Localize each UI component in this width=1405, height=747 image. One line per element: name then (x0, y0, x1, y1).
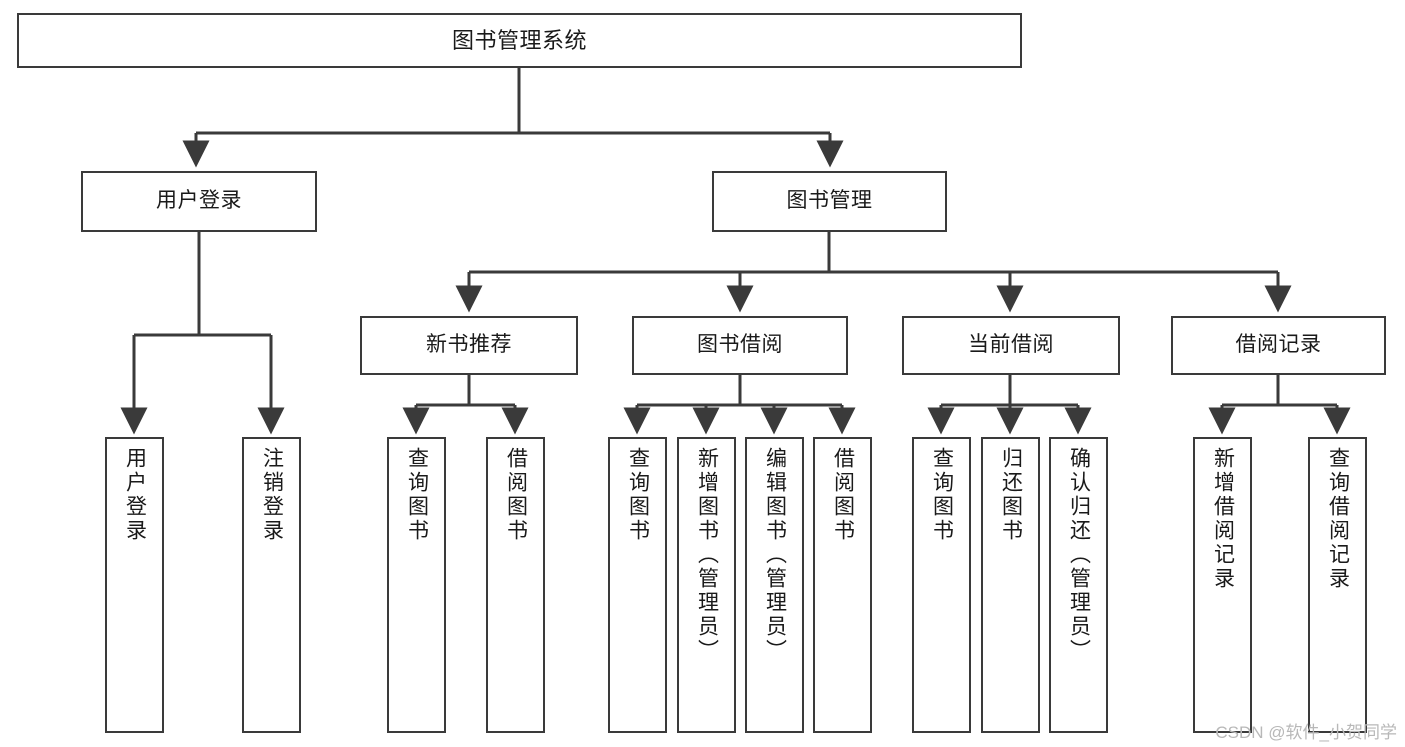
node-label: 用户登录 (156, 189, 242, 213)
node-leaf-return-book[interactable]: 归还图书 (981, 437, 1040, 733)
node-root-library-management-system[interactable]: 图书管理系统 (17, 13, 1022, 68)
node-label: 注销登录 (260, 447, 284, 543)
node-label: 查询图书 (626, 447, 650, 543)
node-leaf-query-book-borrow[interactable]: 查询图书 (608, 437, 667, 733)
node-label: 借阅图书 (831, 447, 855, 543)
node-leaf-add-borrow-record[interactable]: 新增借阅记录 (1193, 437, 1252, 733)
node-leaf-query-borrow-record[interactable]: 查询借阅记录 (1308, 437, 1367, 733)
node-borrow-record[interactable]: 借阅记录 (1171, 316, 1386, 375)
node-label: 图书管理系统 (451, 27, 587, 53)
node-label: 编辑图书（管理员） (763, 447, 787, 663)
node-leaf-query-book-recommend[interactable]: 查询图书 (387, 437, 446, 733)
csdn-watermark: CSDN @软件_小贺同学 (1215, 723, 1397, 742)
node-new-book-recommend[interactable]: 新书推荐 (360, 316, 578, 375)
node-label: 归还图书 (999, 447, 1023, 543)
node-leaf-query-book-current[interactable]: 查询图书 (912, 437, 971, 733)
node-user-login[interactable]: 用户登录 (81, 171, 317, 232)
node-label: 新书推荐 (426, 333, 512, 357)
node-label: 新增借阅记录 (1211, 447, 1235, 591)
node-label: 查询借阅记录 (1326, 447, 1350, 591)
node-label: 借阅记录 (1235, 333, 1322, 357)
node-label: 图书借阅 (697, 333, 783, 357)
node-label: 借阅图书 (504, 447, 528, 543)
node-label: 图书管理 (786, 189, 873, 213)
node-label: 用户登录 (123, 447, 147, 543)
node-leaf-borrow-book[interactable]: 借阅图书 (813, 437, 872, 733)
node-book-management[interactable]: 图书管理 (712, 171, 947, 232)
node-leaf-borrow-book-recommend[interactable]: 借阅图书 (486, 437, 545, 733)
node-label: 查询图书 (405, 447, 429, 543)
node-leaf-user-logout[interactable]: 注销登录 (242, 437, 301, 733)
node-leaf-add-book-admin[interactable]: 新增图书（管理员） (677, 437, 736, 733)
node-label: 确认归还（管理员） (1067, 447, 1091, 663)
node-current-borrow[interactable]: 当前借阅 (902, 316, 1120, 375)
node-leaf-edit-book-admin[interactable]: 编辑图书（管理员） (745, 437, 804, 733)
node-label: 查询图书 (930, 447, 954, 543)
node-label: 当前借阅 (968, 333, 1054, 357)
node-book-borrow[interactable]: 图书借阅 (632, 316, 848, 375)
node-label: 新增图书（管理员） (695, 447, 719, 663)
node-leaf-user-login[interactable]: 用户登录 (105, 437, 164, 733)
node-leaf-confirm-return-admin[interactable]: 确认归还（管理员） (1049, 437, 1108, 733)
